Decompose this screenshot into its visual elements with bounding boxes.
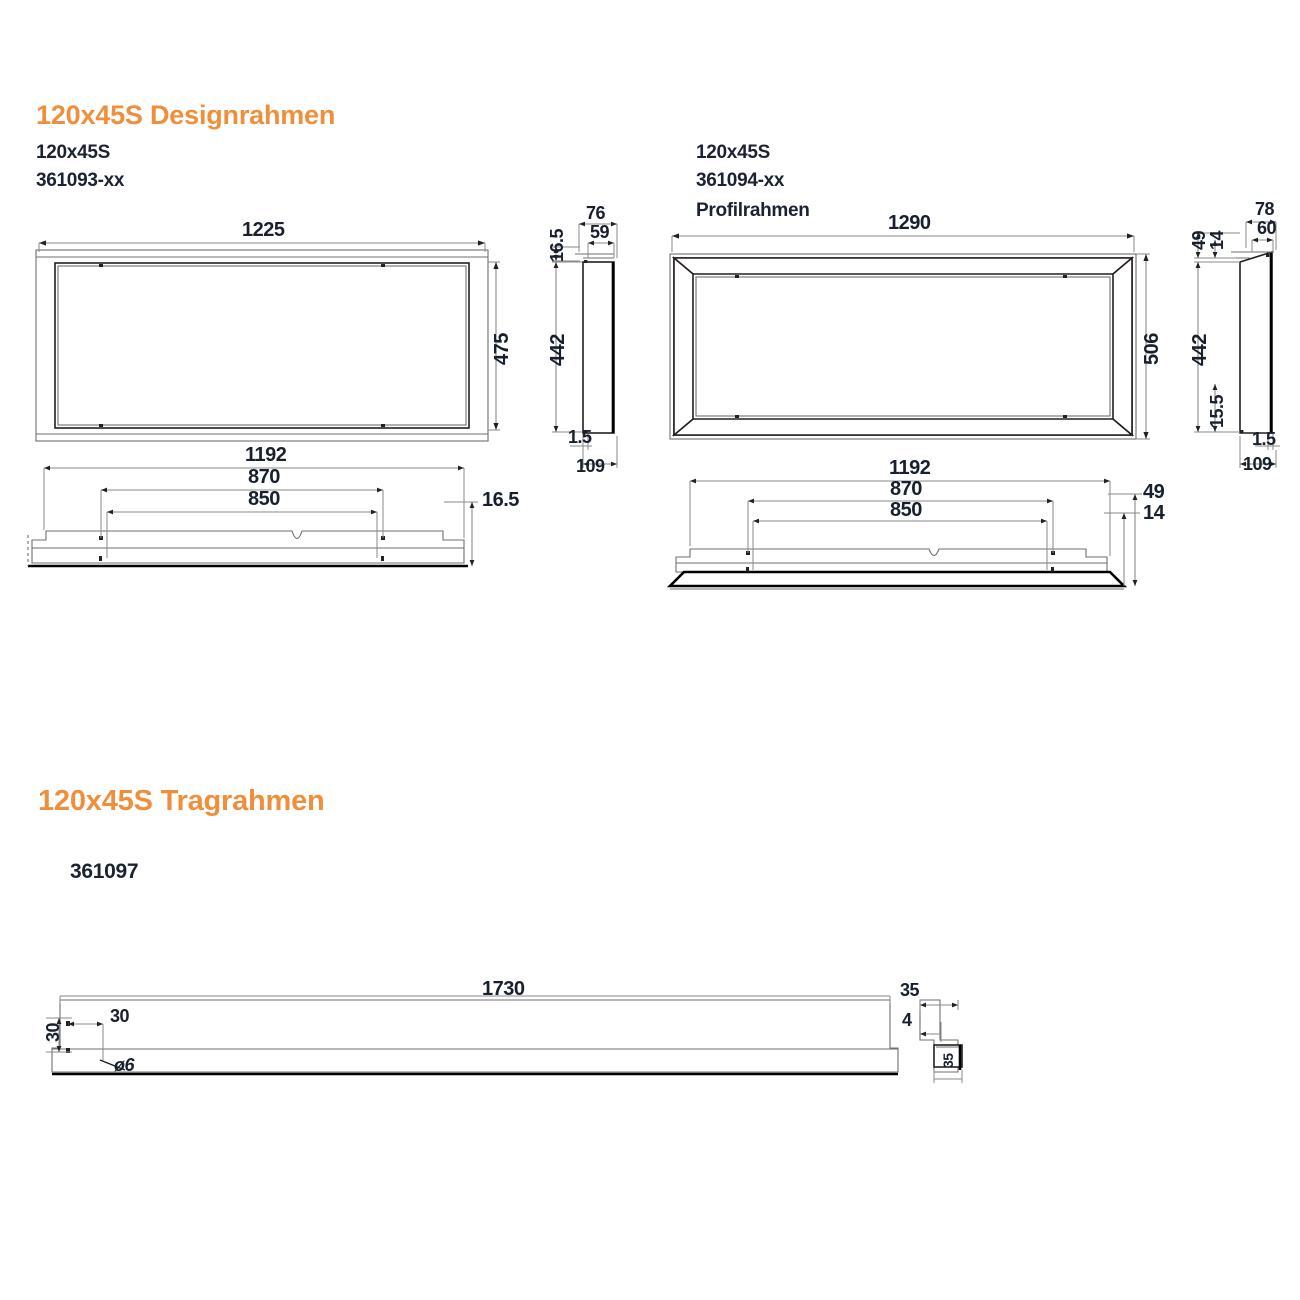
dim-361093-bottom-height: 16.5 (482, 489, 519, 511)
part-label-361097-number: 361097 (70, 860, 139, 883)
dim-361094-front-width: 1290 (888, 212, 931, 234)
dim-361097-edge-offset-horizontal: 30 (110, 1006, 130, 1026)
frame-361094-front-geometry (669, 233, 1150, 440)
part-label-361094-name: 120x45S (696, 142, 770, 163)
dim-361097-edge-offset-vertical: 30 (43, 1022, 63, 1042)
part-label-361094-number: 361094-xx (696, 170, 785, 191)
dim-361094-side-thickness: 1.5 (1252, 429, 1276, 449)
section-title-designrahmen: 120x45S Designrahmen (36, 100, 336, 130)
part-label-361093-name: 120x45S (36, 142, 110, 163)
dim-361094-side-height-lower: 15.5 (1207, 394, 1227, 428)
dim-361094-side-offset-top: 49 (1189, 230, 1209, 250)
dim-361093-side-depth-inner: 59 (590, 222, 610, 242)
dim-361093-side-offset-top: 16.5 (547, 228, 567, 262)
dim-361097-end-dim-top: 35 (900, 980, 920, 1000)
section-title-tragrahmen: 120x45S Tragrahmen (38, 785, 325, 817)
dim-361093-front-height: 475 (491, 333, 513, 365)
dim-361094-side-offset-inner: 14 (1207, 230, 1227, 250)
dim-361093-front-width: 1225 (242, 219, 285, 241)
frame-361093-front-geometry (35, 240, 500, 442)
dim-361094-side-height: 442 (1189, 334, 1211, 366)
dim-361093-side-thickness: 1.5 (568, 427, 592, 447)
dim-361093-side-depth-total: 109 (576, 456, 605, 476)
dim-361094-bottom-holes-outer: 870 (890, 478, 922, 500)
dim-361094-side-depth-top: 78 (1255, 199, 1275, 219)
dim-361094-bottom-height-inner: 14 (1143, 502, 1165, 524)
rail-361097-geometry (46, 995, 963, 1083)
part-label-361094-subtitle: Profilrahmen (696, 200, 810, 221)
dim-361093-bottom-overall: 1192 (245, 444, 287, 466)
dim-361094-bottom-overall: 1192 (889, 457, 931, 479)
dim-361094-front-height: 506 (1141, 333, 1163, 365)
dim-361094-side-depth-total: 109 (1243, 454, 1272, 474)
dim-361097-hole-callout: ø6 (114, 1055, 135, 1075)
dim-361093-side-depth-top: 76 (586, 203, 606, 223)
dim-361094-side-depth-inner: 60 (1257, 218, 1277, 238)
part-label-361093-number: 361093-xx (36, 170, 125, 191)
dim-361094-bottom-holes-inner: 850 (890, 499, 922, 521)
dim-361094-bottom-height: 49 (1143, 481, 1165, 503)
dim-361093-side-height: 442 (547, 334, 569, 366)
dim-361097-length: 1730 (482, 978, 525, 1000)
dim-361097-end-dim-inner: 4 (902, 1010, 912, 1030)
dim-361093-bottom-holes-inner: 850 (248, 488, 280, 510)
dim-361097-section-dim: 35 (940, 1053, 956, 1068)
dim-361093-bottom-holes-outer: 870 (248, 466, 280, 488)
